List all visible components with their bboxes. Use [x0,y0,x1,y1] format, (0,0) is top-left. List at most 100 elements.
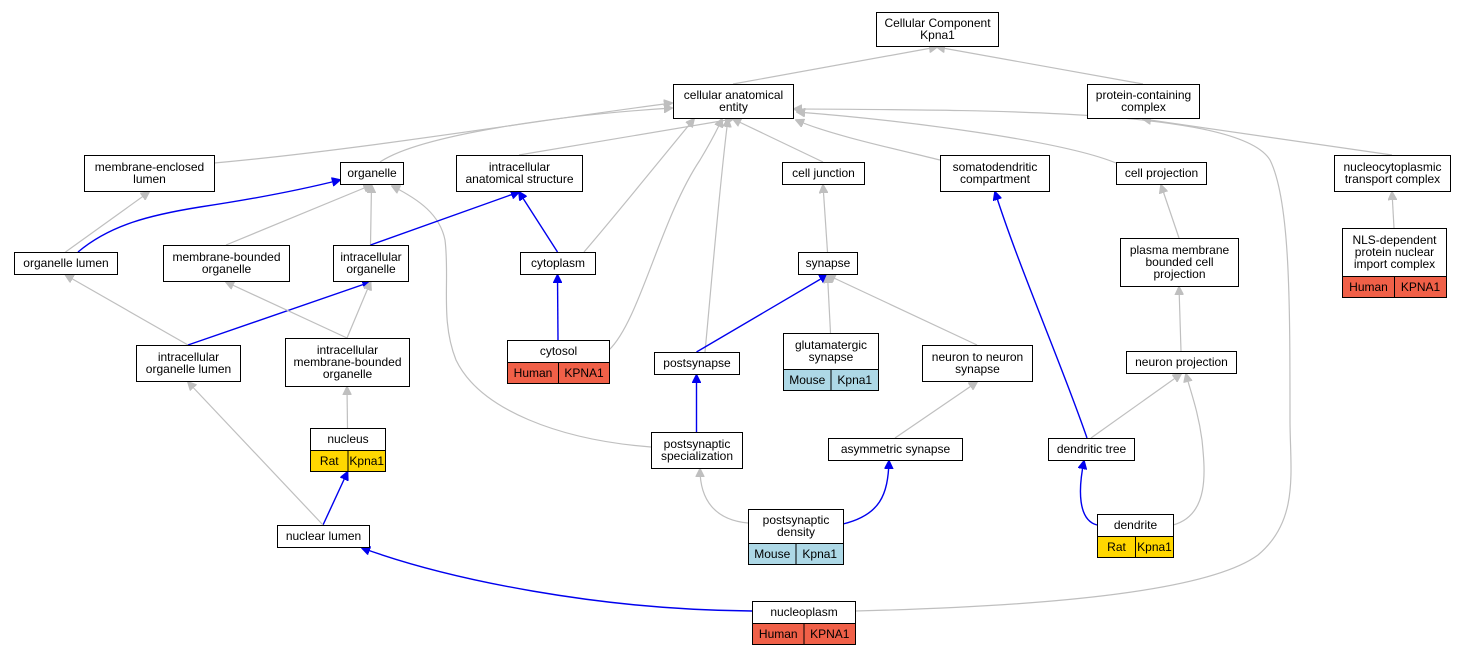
gene-tag-label: Kpna1 [1137,540,1172,554]
node-ps: postsynapse [654,352,740,375]
node-label-line: plasma membrane [1130,243,1230,257]
node-label-line: intracellular [489,160,550,174]
edge-pss-to-organelle [392,186,652,448]
edge-pcc-to-root [937,47,1144,85]
node-label-line: intracellular [317,343,378,357]
node-box [940,155,1050,192]
node-label-line: intracellular [158,350,219,364]
edge-dendrite-to-dt [1080,461,1098,526]
edge-dt-to-np [1090,374,1181,439]
node-box [1116,162,1207,185]
node-label-line: dendritic tree [1057,442,1127,456]
edge-iol-to-io [187,282,371,346]
edge-iol-to-ol [66,275,189,346]
edge-cp-to-cae [797,112,1117,164]
node-box [277,525,370,548]
edge-io-to-ias [370,192,520,246]
node-box [520,252,596,275]
node-label-line: bounded cell [1145,255,1213,269]
node-box [456,155,583,192]
node-syn: synapse [798,252,858,275]
node-label-line: lumen [133,172,166,186]
edge-as-to-nns [894,382,977,439]
node-label-line: membrane-bounded [172,250,280,264]
edge-sdc-to-cae [796,120,941,161]
node-box [1048,438,1135,461]
node-box [1334,155,1451,192]
node-label-line: Kpna1 [920,28,955,42]
edge-cytosol-to-cyto [558,275,559,341]
gene-tag-cell [830,369,879,391]
node-label-line: complex [1121,100,1166,114]
node-label-line: postsynaptic [763,513,830,527]
node-box [798,252,858,275]
edge-organelle-to-cae [379,108,672,163]
node-label-line: protein nuclear [1355,245,1434,259]
node-label-line: nucleoplasm [770,605,837,619]
node-box [136,345,241,382]
edge-ps-to-syn [696,275,828,353]
edge-imbo-to-io [346,282,371,339]
edge-io-to-organelle [371,185,372,246]
edge-nls-to-ntc [1392,192,1394,229]
node-label-line: asymmetric synapse [841,442,951,456]
gene-tag-label: KPNA1 [810,627,850,641]
edge-ps-to-cae [704,119,728,353]
node-label-line: membrane-bounded [293,355,401,369]
gene-tag-label: KPNA1 [564,366,604,380]
node-label-line: membrane-enclosed [95,160,204,174]
node-as: asymmetric synapse [828,438,963,461]
node-label-line: cytoplasm [531,256,585,270]
edge-cyto-to-cae [583,119,694,253]
node-box [748,509,844,544]
edge-nucleus-to-imbo [347,387,348,429]
gene-tag-cell [1135,536,1174,558]
species-tag-label: Human [1349,280,1388,294]
gene-tag-cell [1394,276,1447,298]
node-box [876,12,999,47]
edge-ol-to-organelle [77,180,340,253]
node-label-line: cell junction [792,166,855,180]
node-box [673,84,794,119]
node-label-line: cellular anatomical [684,88,783,102]
node-box [340,162,404,185]
edge-ol-to-mel [65,192,150,253]
edge-mel-to-cae [213,103,672,164]
node-cj: cell junction [782,162,865,185]
node-label-line: density [777,525,815,539]
node-box [922,345,1033,382]
gene-tag-label: Kpna1 [349,454,384,468]
edge-psd-to-as [842,461,889,525]
edge-nl-to-nucleus [322,472,348,526]
node-box [333,245,409,282]
node-label-line: specialization [661,449,733,463]
node-label-line: organelle lumen [23,256,108,270]
edge-syn-to-cj [823,185,829,253]
edge-imbo-to-mbo [226,282,348,339]
node-box [84,155,215,192]
node-label-line: nucleocytoplasmic [1343,160,1441,174]
edge-psd-to-pss [700,469,749,524]
edge-nl-to-iol [188,382,324,526]
node-label-line: synapse [806,256,851,270]
node-label-line: somatodendritic [953,160,1038,174]
edge-nucleoplasm-to-nl [362,548,753,612]
node-label-line: NLS-dependent [1352,233,1437,247]
node-ol: organelle lumen [14,252,118,275]
node-label-line: organelle [323,367,373,381]
node-label-line: protein-containing [1096,88,1191,102]
